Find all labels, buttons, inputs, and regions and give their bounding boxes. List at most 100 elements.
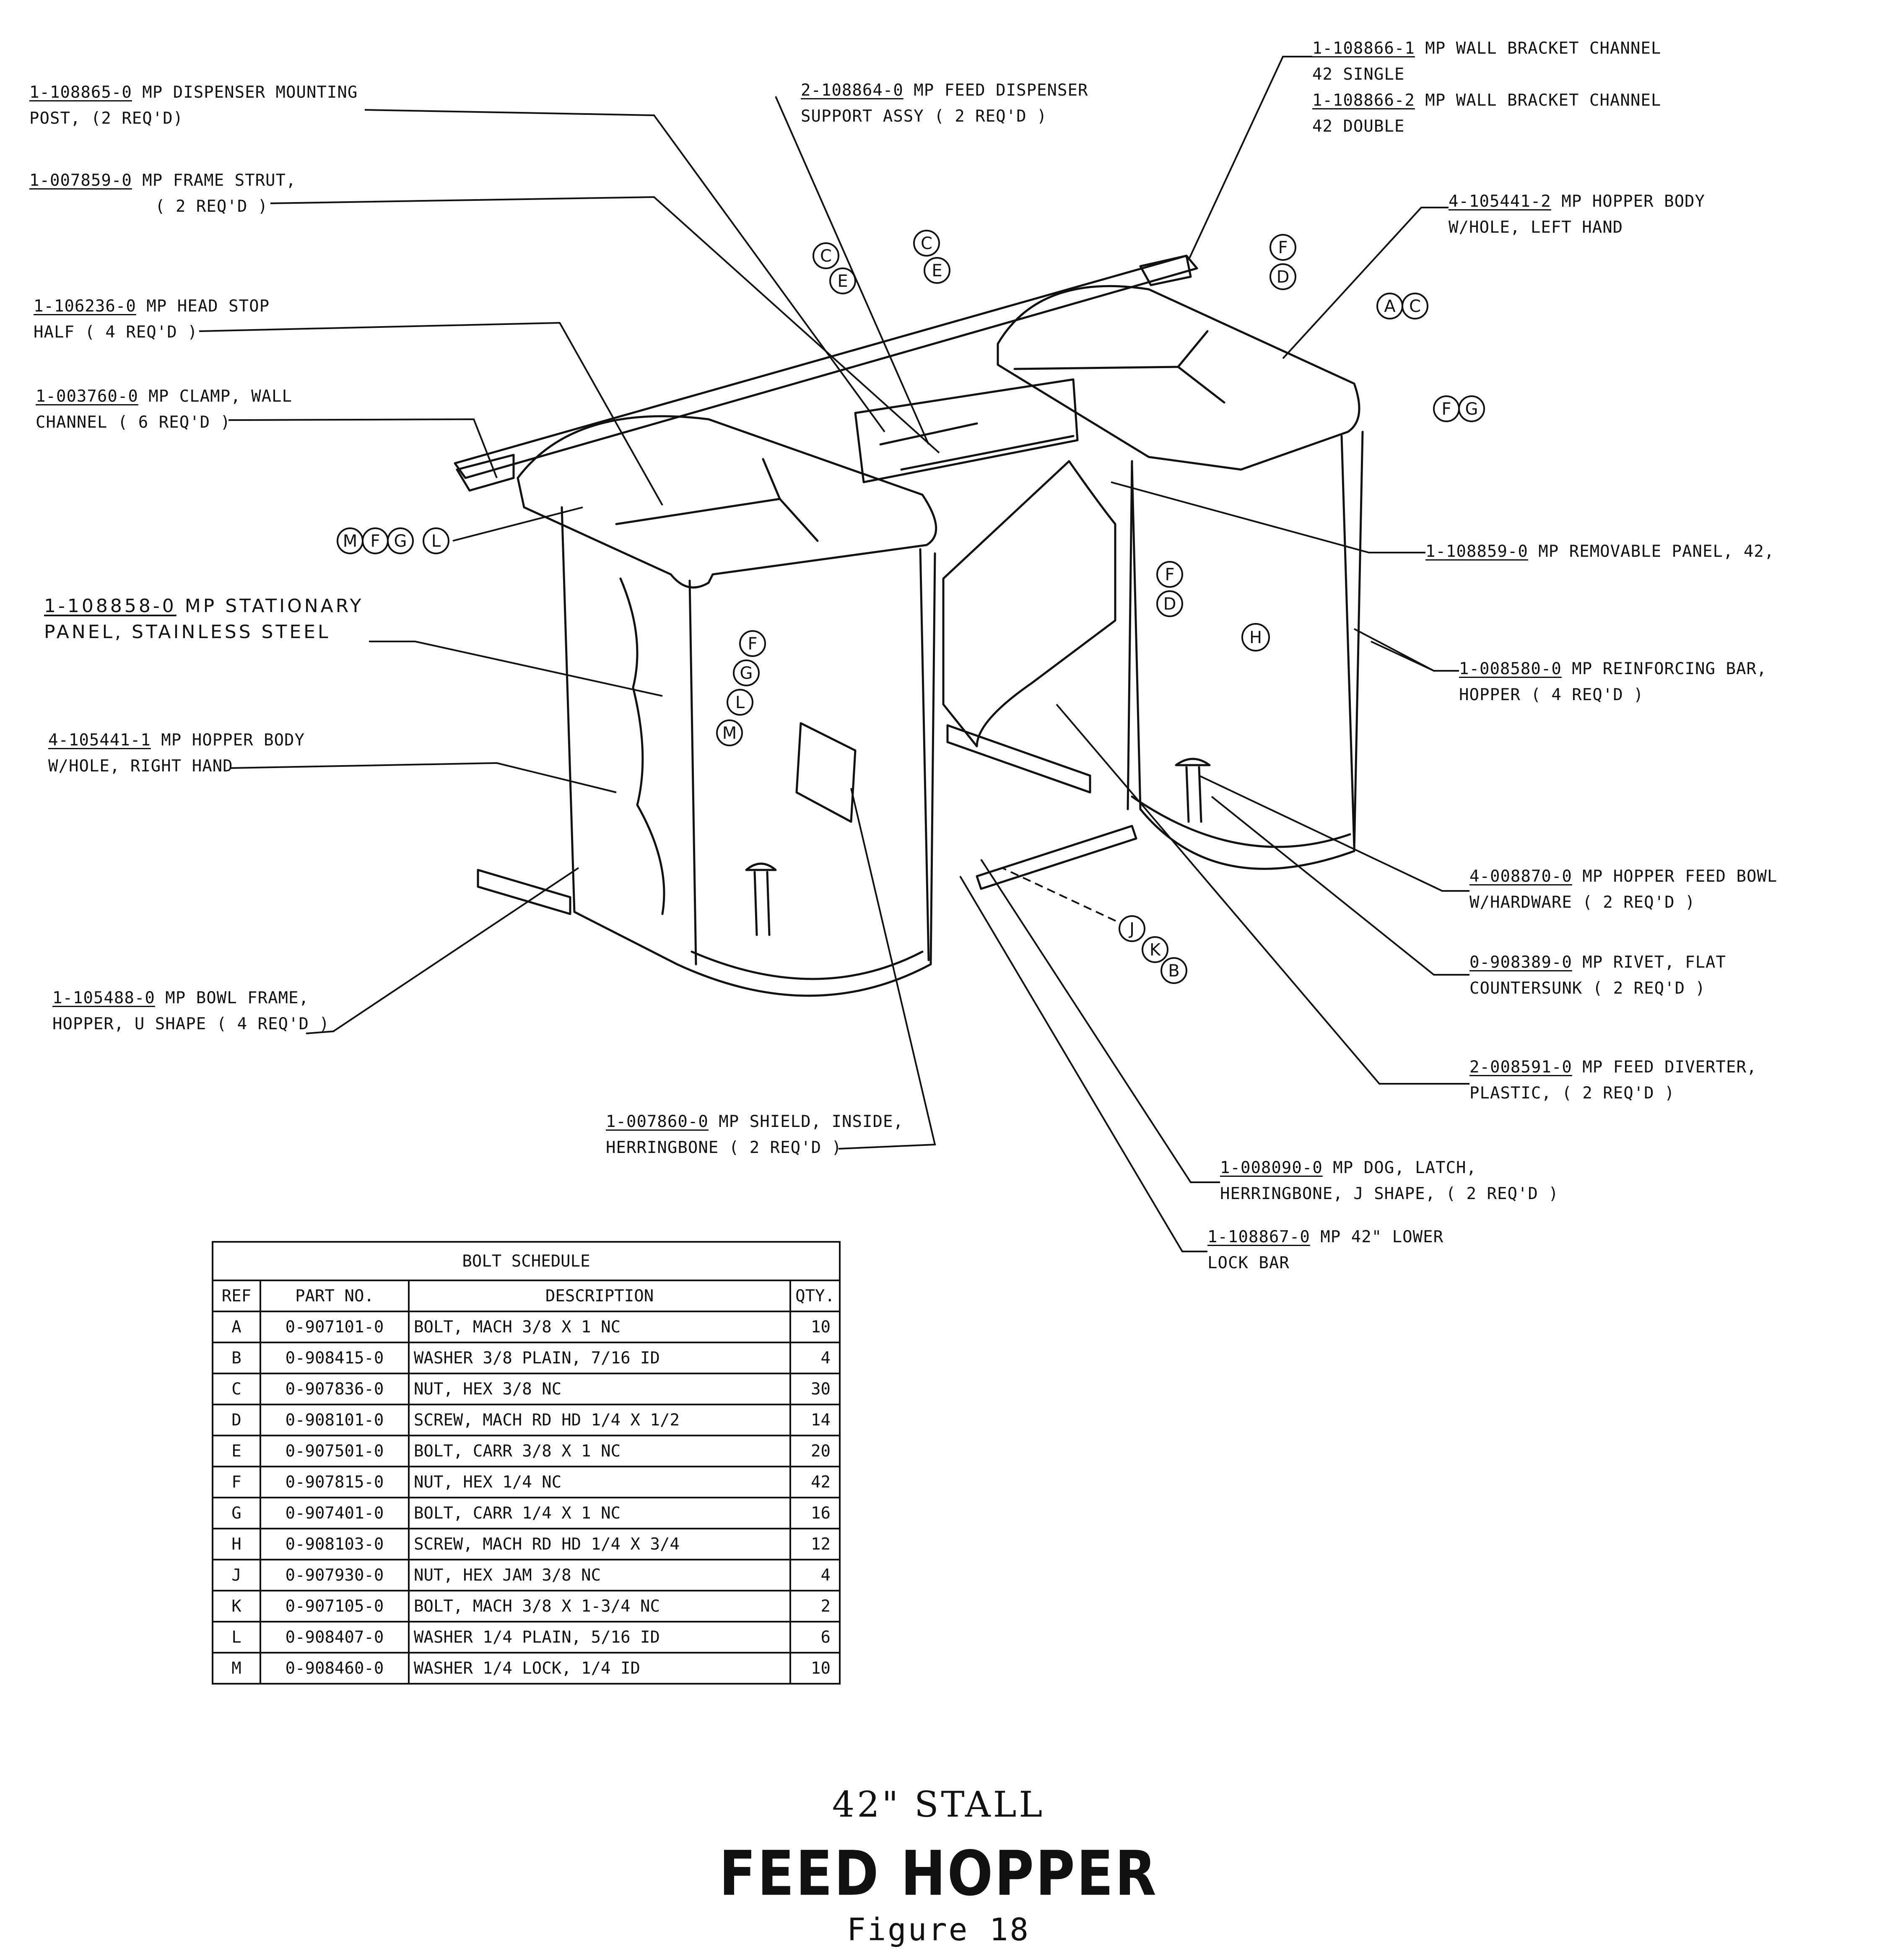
- bubble-text: F: [1441, 400, 1451, 419]
- callout-text: MP HEAD STOP: [146, 297, 270, 316]
- table-cell: 30: [789, 1373, 841, 1405]
- left-hopper-body: [561, 506, 936, 997]
- table-cell: B: [212, 1342, 261, 1374]
- leader-wall-bracket: [1188, 56, 1312, 260]
- right-divider: [1013, 330, 1225, 404]
- callout-text: LOCK BAR: [1207, 1254, 1290, 1272]
- callout-text: MP 42" LOWER: [1320, 1228, 1444, 1246]
- part-number: 4-008870-0: [1469, 867, 1572, 886]
- callout-text: MP WALL BRACKET CHANNEL: [1425, 91, 1662, 110]
- bubble-text: M: [343, 532, 358, 551]
- callout-text: COUNTERSUNK ( 2 REQ'D ): [1469, 979, 1706, 998]
- column-header: REF: [212, 1280, 261, 1312]
- bubble-fglm-2: [733, 659, 760, 686]
- part-number: 1-105488-0: [52, 989, 155, 1007]
- part-number: 1-007860-0: [606, 1112, 709, 1131]
- table-cell: C: [212, 1373, 261, 1405]
- callout-text: HOPPER ( 4 REQ'D ): [1459, 685, 1644, 704]
- callout-text: MP REINFORCING BAR,: [1572, 659, 1767, 678]
- left-hopper-top-ring: [517, 415, 937, 589]
- leader-feed-bowl: [1199, 775, 1469, 892]
- callout-text: MP HOPPER FEED BOWL: [1582, 867, 1778, 886]
- table-cell: K: [212, 1590, 261, 1623]
- left-bowl-frame: [688, 548, 930, 980]
- lower-lock-bar: [976, 825, 1137, 890]
- table-cell: 20: [789, 1435, 841, 1467]
- bubble-text: A: [1384, 297, 1396, 316]
- table-cell: NUT, HEX 1/4 NC: [408, 1466, 792, 1498]
- table-cell: G: [212, 1497, 261, 1529]
- bubble-jkb-2: [1142, 936, 1168, 963]
- leader-rivet: [1211, 796, 1469, 976]
- table-cell: NUT, HEX JAM 3/8 NC: [408, 1559, 792, 1591]
- bubble-ce1-2: [829, 267, 856, 294]
- callout-shield: 1-007860-0 MP SHIELD, INSIDE, HERRINGBON…: [606, 1109, 903, 1161]
- part-number: 1-008580-0: [1459, 659, 1562, 678]
- bubble-mfgl-4: [423, 527, 449, 554]
- table-cell: 0-907101-0: [260, 1311, 410, 1343]
- callout-text: SUPPORT ASSY ( 2 REQ'D ): [801, 107, 1047, 126]
- leader-lock-bar: [959, 875, 1207, 1252]
- callout-text: MP CLAMP, WALL: [148, 387, 293, 406]
- table-cell: 4: [789, 1559, 841, 1591]
- leader-dispenser-post: [364, 109, 885, 433]
- callout-text: 42 DOUBLE: [1312, 117, 1405, 136]
- part-number: 1-007859-0: [29, 171, 132, 190]
- leader-hopper-right: [230, 762, 617, 793]
- callout-bowl-frame: 1-105488-0 MP BOWL FRAME, HOPPER, U SHAP…: [52, 985, 330, 1037]
- part-number: 2-008591-0: [1469, 1058, 1572, 1077]
- callout-text: 42 SINGLE: [1312, 65, 1405, 84]
- stationary-panel-edge: [619, 577, 665, 915]
- leader-dispenser-support: [775, 96, 929, 445]
- callout-lock-bar: 1-108867-0 MP 42" LOWER LOCK BAR: [1207, 1224, 1443, 1276]
- table-cell: 0-907836-0: [260, 1373, 410, 1405]
- table-cell: H: [212, 1528, 261, 1560]
- table-cell: A: [212, 1311, 261, 1343]
- leader-stationary-panel: [369, 641, 663, 697]
- table-cell: M: [212, 1652, 261, 1685]
- part-number: 1-108858-0: [44, 595, 177, 617]
- callout-text: ( 2 REQ'D ): [155, 197, 268, 216]
- table-cell: 10: [789, 1311, 841, 1343]
- callout-stationary-panel: 1-108858-0 MP STATIONARY PANEL, STAINLES…: [44, 593, 363, 645]
- wall-clamp-left: [456, 454, 515, 492]
- callout-hopper-left: 4-105441-2 MP HOPPER BODY W/HOLE, LEFT H…: [1449, 189, 1705, 241]
- bubble-text: M: [722, 724, 737, 743]
- wall-clamp-right: [1139, 254, 1192, 286]
- bubble-text: F: [1165, 565, 1174, 584]
- lower-channel-right: [946, 724, 1091, 794]
- bubble-fd2-2: [1156, 590, 1183, 617]
- part-number: 4-105441-1: [48, 731, 151, 750]
- table-cell: J: [212, 1559, 261, 1591]
- table-cell: 14: [789, 1404, 841, 1436]
- table-cell: 0-908460-0: [260, 1652, 410, 1685]
- bubble-text: F: [748, 634, 757, 654]
- callout-hopper-right: 4-105441-1 MP HOPPER BODY W/HOLE, RIGHT …: [48, 727, 305, 779]
- bolt-schedule-table: BOLT SCHEDULE REF PART NO. DESCRIPTION Q…: [212, 1241, 841, 1685]
- table-cell: NUT, HEX 3/8 NC: [408, 1373, 792, 1405]
- callout-text: MP DOG, LATCH,: [1333, 1158, 1477, 1177]
- right-bowl-frame: [1127, 435, 1355, 848]
- column-header: PART NO.: [260, 1280, 410, 1312]
- callout-text: MP DISPENSER MOUNTING: [142, 83, 358, 102]
- bubble-text: C: [1409, 297, 1421, 316]
- bubble-text: E: [932, 261, 942, 280]
- callout-text: W/HARDWARE ( 2 REQ'D ): [1469, 893, 1695, 912]
- bubble-h: [1241, 623, 1270, 652]
- table-cell: WASHER 1/4 LOCK, 1/4 ID: [408, 1652, 792, 1685]
- callout-text: CHANNEL ( 6 REQ'D ): [36, 413, 231, 432]
- table-cell: 2: [789, 1590, 841, 1623]
- table-cell: SCREW, MACH RD HD 1/4 X 3/4: [408, 1528, 792, 1560]
- bubble-ce2-2: [924, 257, 950, 284]
- callout-text: HERRINGBONE ( 2 REQ'D ): [606, 1138, 842, 1157]
- figure-number: Figure 18: [847, 1912, 1030, 1948]
- callout-frame-strut: 1-007859-0 MP FRAME STRUT, ( 2 REQ'D ): [29, 168, 296, 220]
- part-number: 2-108864-0: [801, 81, 903, 100]
- wall-bracket-channel: [454, 254, 1198, 479]
- bubble-fd1-1: [1270, 234, 1296, 261]
- table-cell: 0-907930-0: [260, 1559, 410, 1591]
- bubble-text: J: [1128, 919, 1135, 939]
